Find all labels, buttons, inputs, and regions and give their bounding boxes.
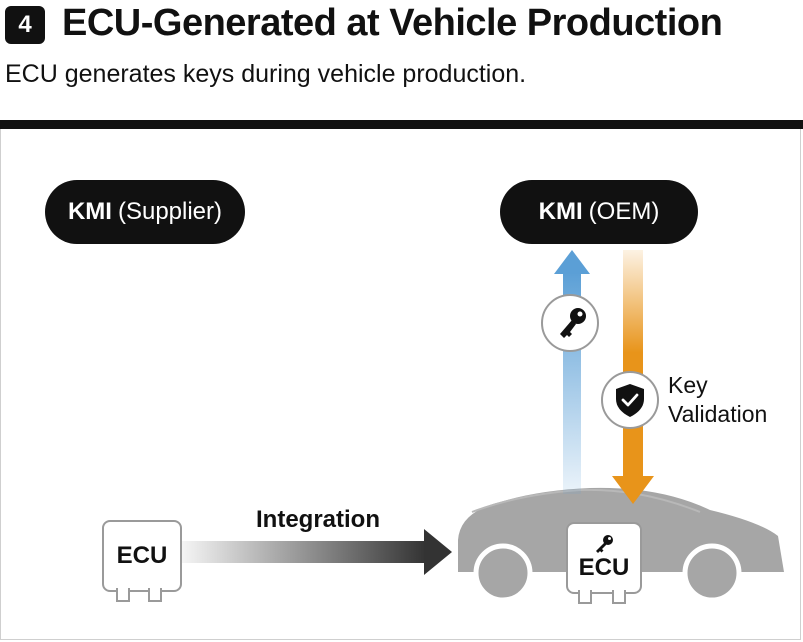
shield-check-icon [601,371,659,429]
key-validation-line2: Validation [668,401,768,427]
key-icon [541,294,599,352]
ecu-standalone-pin [148,588,162,602]
kmi-supplier-name: KMI [67,198,112,225]
key-icon [596,535,613,553]
key-upload-arrow [554,250,590,494]
ecu-standalone-pin [116,588,130,602]
ecu-standalone-label: ECU [116,542,168,569]
step-badge: 4 [5,6,45,44]
panel-top-rule [0,120,803,129]
ecu-in-vehicle-label: ECU [578,554,630,581]
kmi-oem-name: KMI [538,198,583,225]
page-subtitle: ECU generates keys during vehicle produc… [5,60,527,88]
kmi-oem-pill: KMI (OEM) [500,180,698,244]
ecu-in-vehicle-pin [578,590,592,604]
header: 4 ECU-Generated at Vehicle Production EC… [0,0,803,120]
key-validation-line1: Key [668,372,708,398]
ecu-standalone: ECU [102,520,182,592]
page-title: ECU-Generated at Vehicle Production [62,2,723,44]
integration-arrow [182,529,452,575]
kmi-oem-role: (OEM) [588,198,660,225]
integration-label: Integration [256,506,380,533]
kmi-supplier-role: (Supplier) [117,198,223,225]
diagram-panel [0,120,801,640]
kmi-supplier-pill: KMI (Supplier) [45,180,245,244]
key-validation-label: Key Validation [668,371,767,429]
ecu-in-vehicle-pin [612,590,626,604]
ecu-in-vehicle: ECU [566,522,642,594]
